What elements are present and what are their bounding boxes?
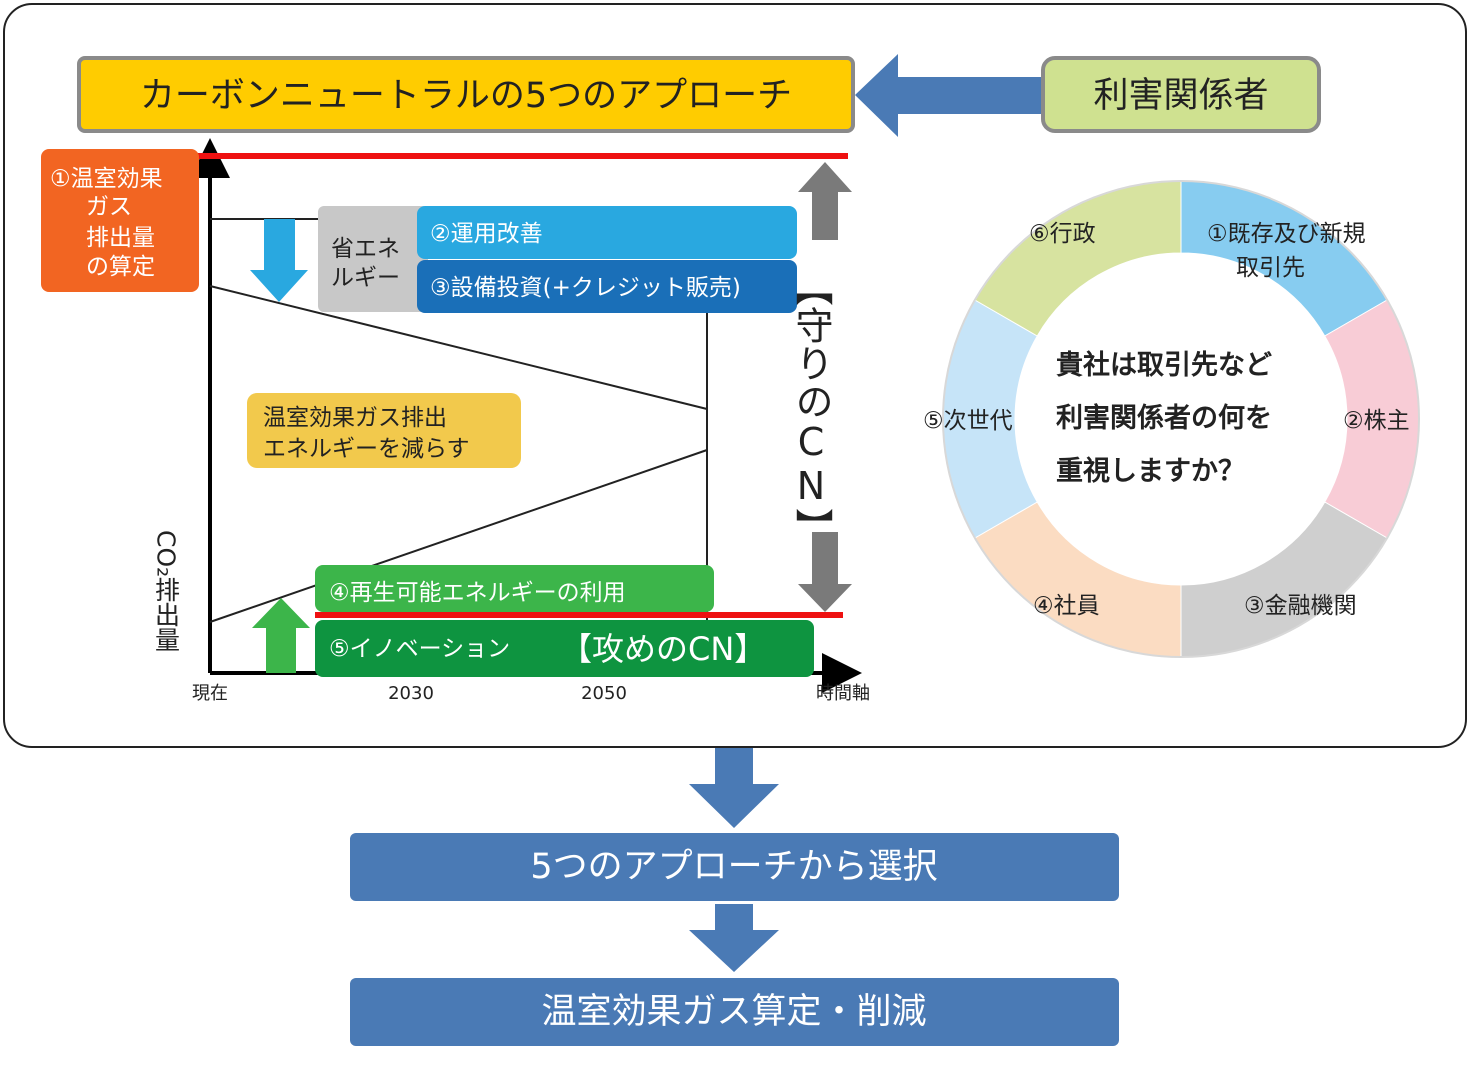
- ring-question: 貴社は取引先など 利害関係者の何を 重視しますか？: [1056, 349, 1281, 487]
- reduce-note-box: [247, 393, 521, 468]
- reduction-line: [209, 285, 708, 410]
- reduce-note-label: 温室効果ガス排出 エネルギーを減らす: [263, 405, 470, 462]
- stakeholder-label: 利害関係者: [1093, 76, 1268, 116]
- stakeholder-box: [1041, 56, 1321, 133]
- title-text: カーボンニュートラルの5つのアプローチ: [140, 76, 792, 116]
- flow-box-1: [350, 833, 1119, 901]
- approach-3-label: ③設備投資(+クレジット販売): [430, 275, 741, 301]
- offensive-cn-label: 【攻めのCN】: [560, 630, 766, 668]
- stakeholder-ring: [942, 180, 1420, 658]
- segment-3-label: ③金融機関: [1244, 593, 1357, 619]
- gray-up-arrow-icon: [798, 162, 852, 240]
- segment-6-label: ⑥行政: [1029, 221, 1096, 247]
- segment-1-label: ①既存及び新規 取引先: [1207, 221, 1373, 281]
- segment-2-label: ②株主: [1343, 408, 1410, 434]
- energy-saving-box: [318, 206, 428, 312]
- x-axis-label: 時間軸: [816, 683, 870, 704]
- up-arrow-icon: [252, 598, 310, 673]
- approach-4-label: ④再生可能エネルギーの利用: [329, 580, 626, 606]
- segment-5-label: ⑤次世代: [923, 408, 1013, 434]
- approach-2-box: [417, 206, 797, 259]
- flow-arrow-1-icon: [689, 748, 779, 828]
- ring-outline: [942, 180, 1420, 658]
- approach-3-box: [417, 260, 797, 313]
- approach-2-label: ②運用改善: [430, 221, 543, 247]
- energy-saving-label: 省エネ ルギー: [331, 236, 407, 291]
- approach-5-label: ⑤イノベーション: [329, 636, 510, 662]
- flow-arrow-2-icon: [689, 904, 779, 972]
- gray-down-arrow-icon: [798, 532, 852, 612]
- tick-2050: 2050: [581, 683, 627, 704]
- tick-2030: 2030: [388, 683, 434, 704]
- defensive-cn-label: 【守りのCN】: [789, 268, 833, 546]
- renewable-line: [209, 449, 708, 623]
- segment-4-label: ④社員: [1033, 593, 1100, 619]
- title-box: [77, 56, 855, 133]
- down-arrow-icon: [250, 219, 308, 302]
- approach-4-box: [315, 565, 714, 612]
- approach-1-box: [41, 149, 199, 292]
- flow-box-2: [350, 978, 1119, 1046]
- approach-5-box: [315, 620, 814, 677]
- flow-box-2-label: 温室効果ガス算定・削減: [541, 992, 926, 1032]
- y-axis-label: CO₂排出量: [152, 530, 181, 652]
- approach-1-label: ①温室効果 ガス 排出量 の算定: [50, 166, 170, 280]
- left-arrow-icon: [855, 54, 1045, 137]
- outer-frame: [3, 3, 1467, 748]
- flow-box-1-label: 5つのアプローチから選択: [530, 847, 937, 887]
- tick-now: 現在: [192, 683, 228, 704]
